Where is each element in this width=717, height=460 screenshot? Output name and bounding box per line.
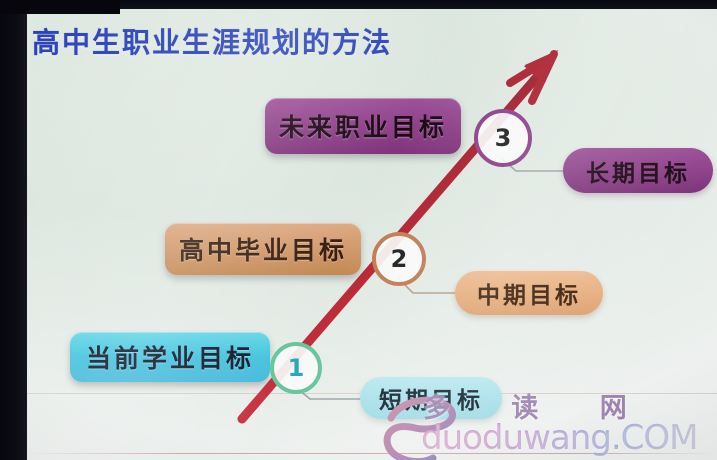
goal-box-graduation[interactable]: 高中毕业目标	[165, 223, 361, 275]
background-line-lower	[27, 453, 717, 454]
screen-bezel-corner	[0, 0, 120, 14]
page-title: 高中生职业生涯规划的方法	[32, 26, 393, 59]
step-number-2[interactable]: 2	[372, 232, 426, 286]
step-number-1[interactable]: 1	[270, 342, 322, 394]
screen-bezel-top	[0, 0, 717, 9]
label-mid-term-goal[interactable]: 中期目标	[455, 271, 603, 315]
projected-slide: 高中生职业生涯规划的方法 未来职业目标 3 长期目标 高中毕业目标 2 中期目标…	[27, 9, 717, 460]
label-short-term-goal[interactable]: 短期目标	[360, 377, 502, 419]
goal-box-current-study[interactable]: 当前学业目标	[70, 332, 270, 382]
screen-bezel-left	[0, 0, 27, 460]
label-long-term-goal[interactable]: 长期目标	[563, 148, 713, 193]
goal-box-future-career[interactable]: 未来职业目标	[265, 98, 461, 154]
step-number-3[interactable]: 3	[474, 109, 532, 167]
